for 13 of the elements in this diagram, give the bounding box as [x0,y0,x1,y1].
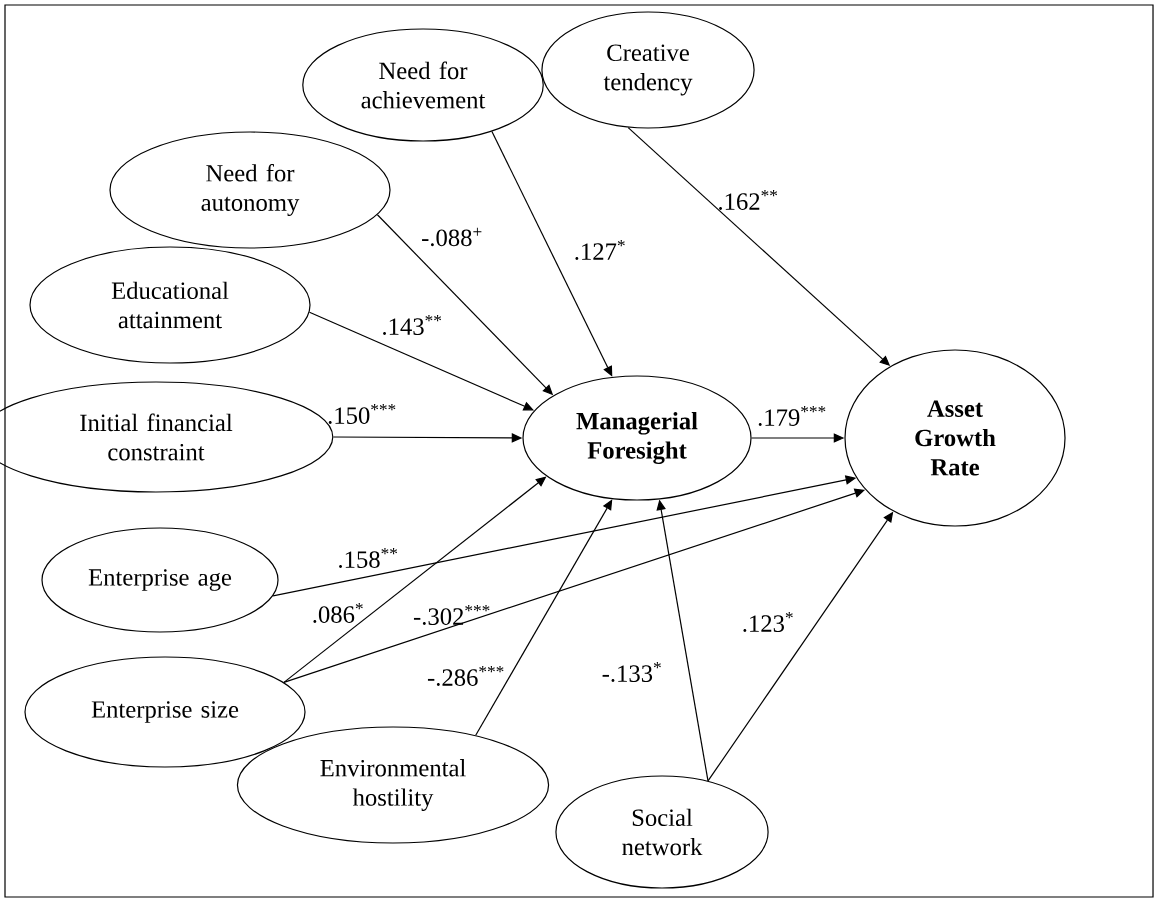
edge-label: -.133$^{*}$ [602,662,661,682]
edge-label: -.088$^{+}$ [422,227,482,247]
edge-label: .158$^{**}$ [339,548,398,568]
edge-label: -.302$^{***}$ [413,605,490,625]
edge-label: .179$^{***}$ [758,406,826,426]
arrow [475,499,613,736]
edge-label: .086$^{*}$ [313,603,363,623]
arrow [491,130,613,377]
edge-label: -.286$^{***}$ [427,666,504,686]
edge-label: .123$^{*}$ [743,612,793,632]
edge-label: .127$^{*}$ [575,240,625,260]
edge-label: .162$^{**}$ [719,190,778,210]
edge-label: .143$^{**}$ [383,315,442,335]
